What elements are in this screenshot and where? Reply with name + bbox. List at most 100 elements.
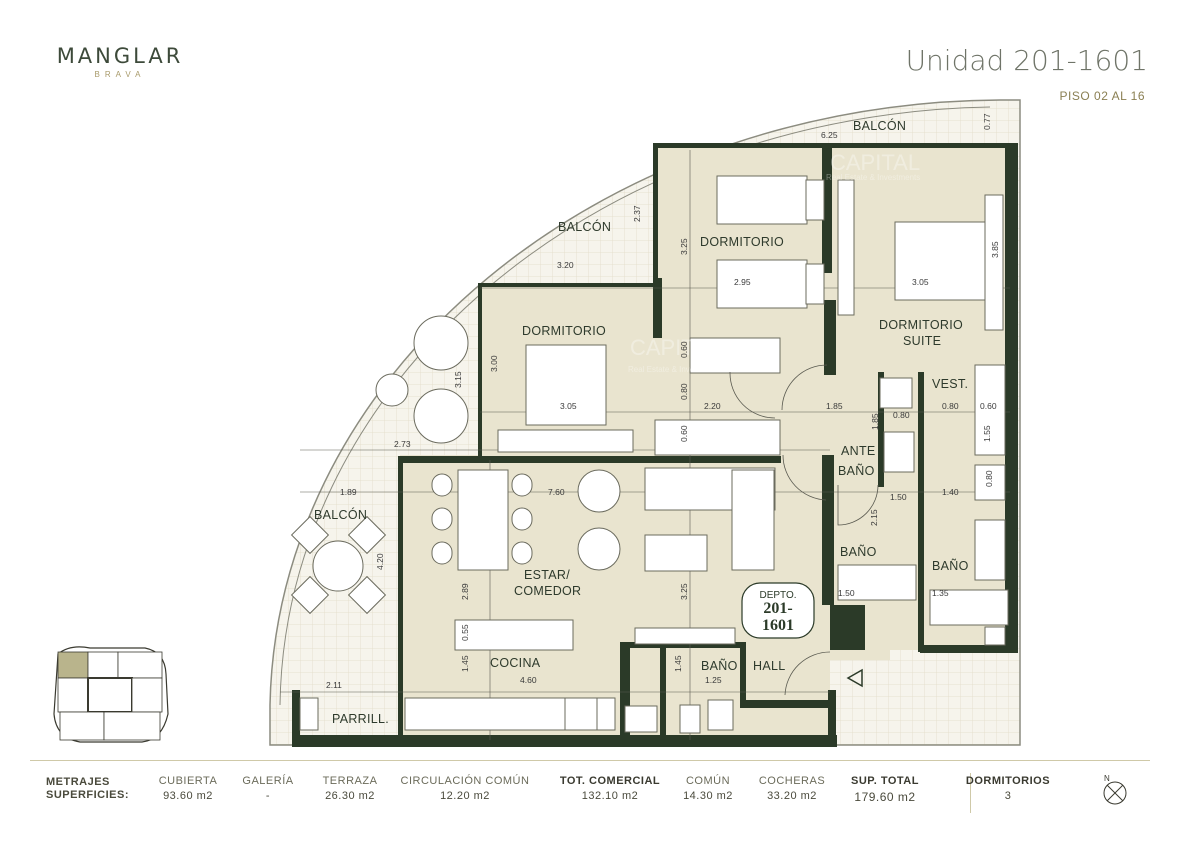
walls (292, 143, 1018, 747)
dim-label: 2.73 (394, 439, 411, 449)
col-header: GALERÍA (242, 775, 294, 787)
col-header: TERRAZA (322, 775, 378, 787)
label-bano-3: BAÑO (701, 659, 738, 673)
badge-number-2: 1601 (762, 617, 794, 634)
north-compass-icon: N (1103, 774, 1127, 805)
dim-label: 1.25 (705, 675, 722, 685)
metrajes-heading: METRAJES SUPERFICIES: (46, 776, 129, 802)
label-ante: ANTE (841, 444, 876, 458)
label-vest: VEST. (932, 377, 968, 391)
col-value: 179.60 m2 (854, 790, 916, 804)
svg-text:N: N (1104, 774, 1110, 783)
dim-label: 1.85 (826, 401, 843, 411)
col-header: SUP. TOTAL (851, 775, 919, 787)
dim-label: 0.55 (460, 624, 470, 641)
dim-label: 0.60 (980, 401, 997, 411)
brand-logo: MANGLAR BRAVA (50, 44, 190, 79)
dim-label: 0.60 (679, 341, 689, 358)
dim-label: 1.89 (340, 487, 357, 497)
col-sup-total: SUP. TOTAL 179.60 m2 (842, 775, 928, 804)
watermark-text: CAPITAL (630, 335, 720, 360)
dim-label: 3.20 (557, 260, 574, 270)
col-header: CIRCULACIÓN COMÚN (400, 775, 530, 787)
dim-label: 0.60 (679, 425, 689, 442)
label-comedor: COMEDOR (514, 584, 581, 598)
floor-plan: DEPTO. 201- 1601 BALCÓN BALCÓN BALCÓN DO… (53, 99, 1021, 747)
col-galeria: GALERÍA - (238, 775, 298, 802)
dim-label: 2.20 (704, 401, 721, 411)
col-value: - (265, 790, 271, 802)
col-value: 12.20 m2 (440, 790, 490, 802)
badge-label: DEPTO. (759, 590, 796, 601)
col-value: 26.30 m2 (325, 790, 375, 802)
dim-label: 1.45 (673, 655, 683, 672)
watermark-text: CAPITAL (830, 150, 920, 175)
dim-label: 7.60 (548, 487, 565, 497)
footer-divider (970, 773, 971, 813)
col-circulacion: CIRCULACIÓN COMÚN 12.20 m2 (395, 775, 535, 802)
col-tot-comercial: TOT. COMERCIAL 132.10 m2 (555, 775, 665, 802)
dim-label: 1.35 (932, 588, 949, 598)
dim-label: 1.40 (942, 487, 959, 497)
dim-label: 2.89 (460, 583, 470, 600)
label-dormitorio-1: DORMITORIO (700, 235, 784, 249)
col-value: 93.60 m2 (163, 790, 213, 802)
superficies-label: SUPERFICIES: (46, 789, 130, 801)
watermark-subtext: Real Estate & Investments (826, 173, 920, 182)
col-header: COCHERAS (758, 775, 826, 787)
badge-number-1: 201- (763, 600, 792, 617)
door-swings (729, 364, 879, 696)
dim-label: 3.05 (912, 277, 929, 287)
label-balcon-top: BALCÓN (853, 118, 906, 133)
unit-badge: DEPTO. 201- 1601 (741, 582, 815, 639)
dim-label: 0.77 (982, 113, 992, 130)
label-balcon-mid: BALCÓN (558, 219, 611, 234)
col-header: DORMITORIOS (965, 775, 1051, 787)
col-value: 33.20 m2 (767, 790, 817, 802)
entrance-arrow-icon (846, 668, 863, 688)
label-bano-2: BAÑO (932, 559, 969, 573)
label-dormitorio-suite: DORMITORIO (879, 318, 963, 332)
dim-label: 3.15 (453, 371, 463, 388)
label-parrill: PARRILL. (332, 712, 389, 726)
label-cocina: COCINA (490, 656, 541, 670)
col-value: 3 (1004, 790, 1012, 802)
dim-label: 3.85 (990, 241, 1000, 258)
col-cubierta: CUBIERTA 93.60 m2 (158, 775, 218, 802)
label-bano-1: BAÑO (840, 545, 877, 559)
col-header: TOT. COMERCIAL (559, 775, 661, 787)
dim-label: 0.80 (984, 470, 994, 487)
dim-label: 1.50 (890, 492, 907, 502)
dim-label: 1.50 (838, 588, 855, 598)
watermark: CAPITAL Real Estate & Investments CAPITA… (628, 150, 920, 374)
unit-floors: PISO 02 AL 16 (1059, 89, 1145, 103)
col-header: CUBIERTA (158, 775, 218, 787)
col-header: COMÚN (685, 775, 731, 787)
col-cocheras: COCHERAS 33.20 m2 (752, 775, 832, 802)
dim-label: 0.80 (893, 410, 910, 420)
surface-summary: METRAJES SUPERFICIES: CUBIERTA 93.60 m2 … (30, 760, 1150, 821)
dim-label: 0.80 (679, 383, 689, 400)
furniture (290, 175, 1009, 734)
dimension-labels: 6.25 0.77 2.37 3.25 3.20 2.95 3.05 3.85 … (326, 113, 1000, 690)
dim-label: 0.80 (942, 401, 959, 411)
label-estar: ESTAR/ (524, 568, 570, 582)
brand-subtitle: BRAVA (94, 70, 146, 79)
col-value: 132.10 m2 (581, 790, 639, 802)
dim-label: 2.11 (326, 680, 342, 690)
dim-label: 4.60 (520, 675, 537, 685)
dim-label: 3.25 (679, 583, 689, 600)
watermark-subtext: Real Estate & Investments (628, 365, 722, 374)
dim-label: 1.85 (870, 413, 880, 430)
label-ante-bano: BAÑO (838, 464, 875, 478)
col-terraza: TERRAZA 26.30 m2 (315, 775, 385, 802)
dim-label: 4.20 (375, 553, 385, 570)
dim-label: 6.25 (821, 130, 838, 140)
dim-label: 3.05 (560, 401, 577, 411)
col-value: 14.30 m2 (683, 790, 733, 802)
dim-label: 2.37 (632, 205, 642, 222)
key-plan (53, 646, 169, 743)
label-dormitorio-2: DORMITORIO (522, 324, 606, 338)
dim-label: 3.25 (679, 238, 689, 255)
label-suite: SUITE (903, 334, 941, 348)
